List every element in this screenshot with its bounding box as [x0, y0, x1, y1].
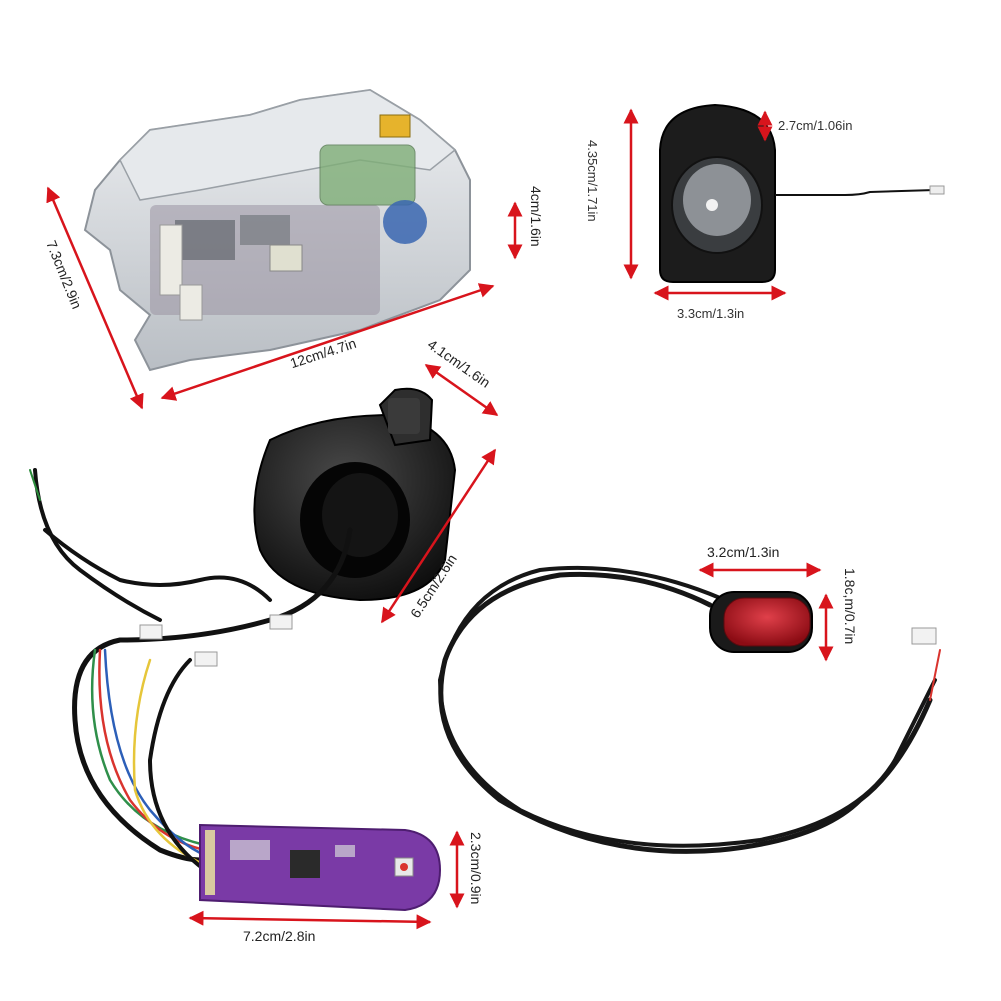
headlight-dimension-arrows — [623, 108, 787, 301]
tail-light-cable — [437, 565, 941, 854]
controller-box — [83, 88, 471, 372]
throttle — [253, 387, 457, 602]
controller-width-arrow — [160, 283, 495, 401]
headlight-height-label: 4.35cm/1.71in — [585, 140, 600, 222]
controller-dimension-arrows — [46, 186, 523, 410]
throttle-top-arrow — [424, 363, 499, 417]
dashboard-dimension-arrows — [188, 830, 465, 930]
headlight — [659, 103, 945, 283]
tail-light — [709, 591, 813, 653]
tail-light-width-label: 3.2cm/1.3in — [707, 544, 780, 560]
tail-light-height-label: 1.8c,m/0.7in — [842, 568, 858, 645]
dashboard-width-label: 7.2cm/2.8in — [243, 928, 316, 944]
headlight-top-label: 2.7cm/1.06in — [778, 118, 853, 133]
dashboard-height-label: 2.3cm/0.9in — [468, 832, 484, 905]
tail-light-dimension-arrows — [698, 562, 834, 662]
dashboard-width-arrow — [188, 910, 432, 930]
headlight-width-label: 3.3cm/1.3in — [677, 306, 745, 321]
controller-depth-arrow — [46, 186, 144, 410]
dashboard-pcb — [199, 823, 442, 912]
throttle-side-arrow — [380, 448, 497, 624]
dashboard-wiring — [29, 468, 353, 872]
controller-height-label: 4cm/1.6in — [528, 186, 544, 247]
throttle-dimension-arrows — [380, 363, 499, 624]
